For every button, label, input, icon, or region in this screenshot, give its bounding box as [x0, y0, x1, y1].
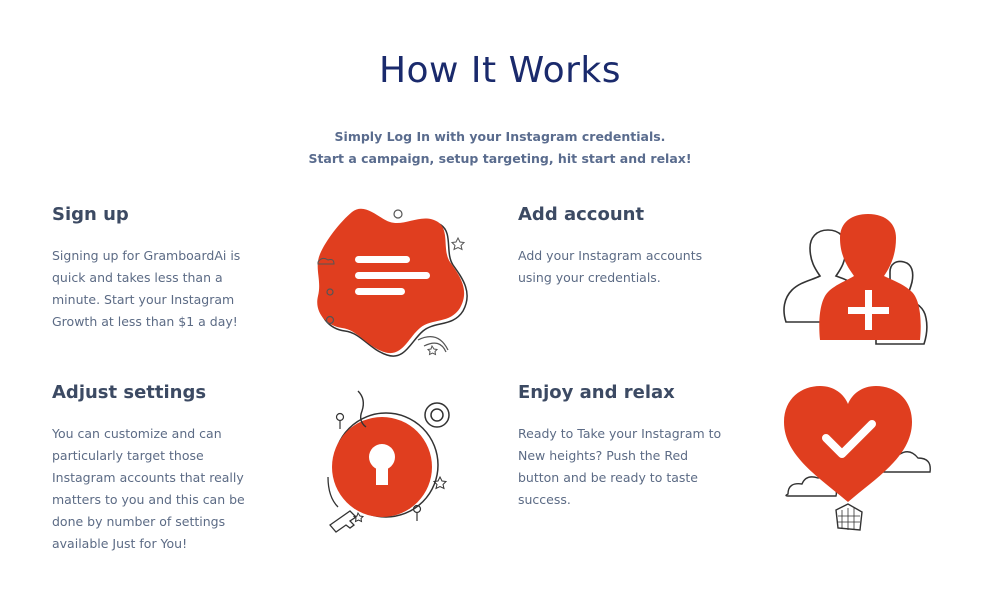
- step-desc-enjoy-relax: Ready to Take your Instagram to New heig…: [518, 426, 722, 507]
- step-title-adjust-settings: Adjust settings: [52, 382, 207, 403]
- message-blob-icon: [317, 208, 468, 357]
- step-desc-adjust-settings: You can customize and can particularly t…: [52, 426, 245, 551]
- step-desc-add-account: Add your Instagram accounts using your c…: [518, 248, 703, 285]
- step-title-sign-up: Sign up: [52, 204, 129, 225]
- page-subtitle: Simply Log In with your Instagram creden…: [0, 126, 1000, 170]
- step-title-enjoy-relax: Enjoy and relax: [518, 382, 675, 403]
- subtitle-line-2: Start a campaign, setup targeting, hit s…: [308, 151, 692, 166]
- step-desc-sign-up: Signing up for GramboardAi is quick and …: [52, 248, 241, 329]
- keyhole-lock-icon: [327, 390, 450, 533]
- subtitle-line-1: Simply Log In with your Instagram creden…: [334, 129, 666, 144]
- heart-balloon-icon: [784, 386, 931, 531]
- page-title: How It Works: [378, 50, 622, 91]
- step-title-add-account: Add account: [518, 204, 645, 225]
- add-user-icon: [783, 214, 928, 345]
